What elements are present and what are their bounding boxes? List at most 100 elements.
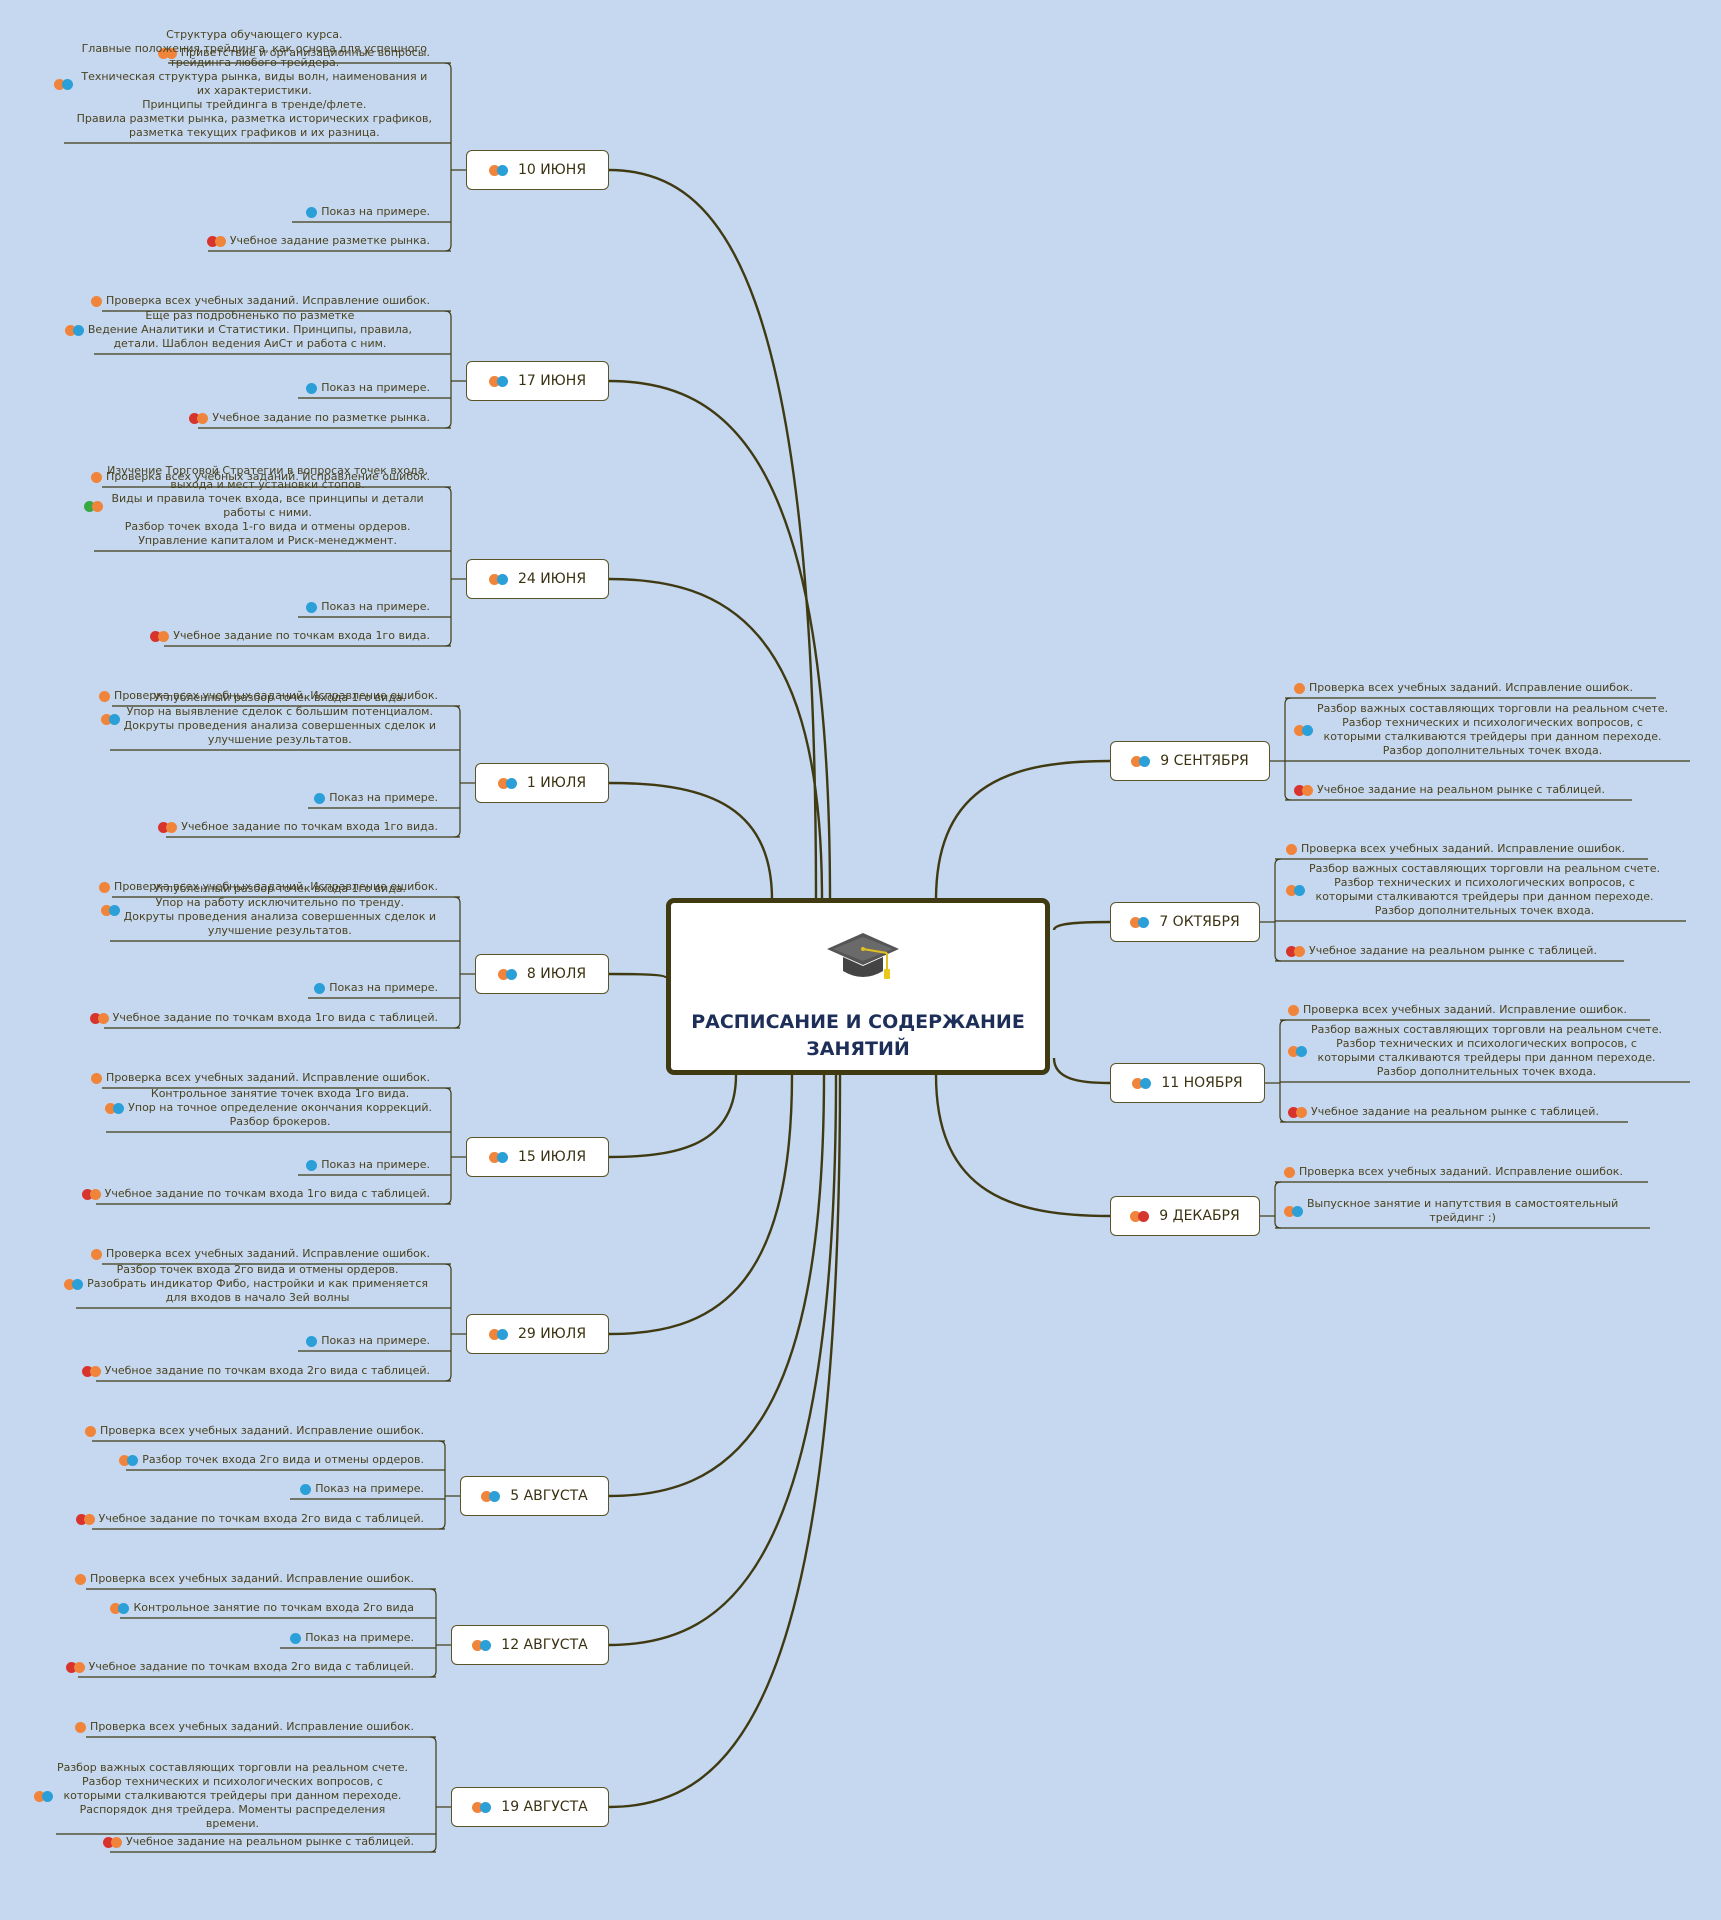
detail-text: Учебное задание по разметке рынка. <box>212 411 430 424</box>
task-flag-icon <box>89 1012 109 1024</box>
topic-detail: Проверка всех учебных заданий. Исправлен… <box>99 880 438 894</box>
topic-lesson-10[interactable]: 19 АВГУСТА <box>451 1787 609 1827</box>
topic-date: 1 ИЮЛЯ <box>526 775 587 791</box>
topic-detail: Учебное задание по точкам входа 1го вида… <box>89 1011 438 1025</box>
detail-text: Показ на примере. <box>315 1482 424 1495</box>
topic-detail: Разбор точек входа 2го вида и отмены орд… <box>119 1453 424 1467</box>
arrow-right-icon <box>1288 1004 1299 1016</box>
topic-lesson-9[interactable]: 12 АВГУСТА <box>451 1625 609 1665</box>
arrow-check-icon <box>472 1801 492 1813</box>
topic-detail: Разбор важных составляющих торговли на р… <box>1286 862 1660 918</box>
topic-lesson-13[interactable]: 11 НОЯБРЯ <box>1110 1063 1265 1103</box>
detail-text: Проверка всех учебных заданий. Исправлен… <box>114 880 438 893</box>
smiley-icon <box>157 47 177 59</box>
detail-text: Разбор точек входа 2го вида и отмены орд… <box>87 1263 428 1304</box>
chart-icon <box>300 1483 312 1495</box>
arrow-check-icon <box>84 500 104 512</box>
topic-lesson-7[interactable]: 29 ИЮЛЯ <box>466 1314 609 1354</box>
topic-detail: Показ на примере. <box>314 981 438 995</box>
detail-text: Проверка всех учебных заданий. Исправлен… <box>1303 1003 1627 1016</box>
topic-detail: Выпускное занятие и напутствия в самосто… <box>1284 1197 1620 1225</box>
detail-text: Проверка всех учебных заданий. Исправлен… <box>106 1071 430 1084</box>
arrow-check-icon <box>488 164 508 176</box>
arrow-check-icon <box>472 1639 492 1651</box>
arrow-right-icon <box>75 1721 87 1733</box>
detail-text: Учебное задание на реальном рынке с табл… <box>1309 944 1597 957</box>
topic-detail: Учебное задание по точкам входа 2го вида… <box>75 1512 424 1526</box>
arrow-check-icon <box>488 1328 508 1340</box>
arrow-check-icon <box>105 1102 125 1114</box>
topic-lesson-5[interactable]: 8 ИЮЛЯ <box>475 954 609 994</box>
detail-text: Учебное задание по точкам входа 1го вида… <box>173 629 430 642</box>
arrow-right-icon <box>1284 1166 1295 1178</box>
topic-lesson-11[interactable]: 9 СЕНТЯБРЯ <box>1110 741 1270 781</box>
detail-text: Проверка всех учебных заданий. Исправлен… <box>1309 681 1633 694</box>
arrow-check-icon <box>53 78 73 90</box>
arrow-check-icon <box>1132 1077 1152 1089</box>
topic-date: 12 АВГУСТА <box>501 1637 588 1653</box>
central-topic[interactable]: РАСПИСАНИЕ И СОДЕРЖАНИЕ ЗАНЯТИЙ <box>666 898 1050 1075</box>
arrow-right-icon <box>91 1072 103 1084</box>
arrow-check-icon <box>100 713 120 725</box>
topic-detail: Проверка всех учебных заданий. Исправлен… <box>91 1247 430 1261</box>
arrow-check-icon <box>1130 916 1150 928</box>
task-flag-icon <box>103 1836 123 1848</box>
topic-date: 15 ИЮЛЯ <box>517 1149 587 1165</box>
arrow-check-icon <box>488 573 508 585</box>
detail-text: Учебное задание по точкам входа 1го вида… <box>181 820 438 833</box>
task-flag-icon <box>75 1513 95 1525</box>
topic-lesson-4[interactable]: 1 ИЮЛЯ <box>475 763 609 803</box>
topic-lesson-6[interactable]: 15 ИЮЛЯ <box>466 1137 609 1177</box>
task-flag-icon <box>1288 1106 1307 1118</box>
detail-text: Структура обучающего курса. Главные поло… <box>76 28 432 139</box>
topic-lesson-2[interactable]: 17 ИЮНЯ <box>466 361 609 401</box>
finish-icon <box>1130 1210 1150 1222</box>
topic-date: 29 ИЮЛЯ <box>517 1326 587 1342</box>
topic-date: 10 ИЮНЯ <box>517 162 587 178</box>
arrow-right-icon <box>91 471 103 483</box>
topic-lesson-8[interactable]: 5 АВГУСТА <box>460 1476 609 1516</box>
arrow-right-icon <box>91 1248 103 1260</box>
detail-text: Учебное задание по точкам входа 1го вида… <box>112 1011 438 1024</box>
chart-icon <box>314 792 326 804</box>
topic-detail: Показ на примере. <box>290 1631 414 1645</box>
topic-detail: Учебное задание по разметке рынка. <box>189 411 430 425</box>
detail-text: Показ на примере. <box>321 600 430 613</box>
topic-lesson-12[interactable]: 7 ОКТЯБРЯ <box>1110 902 1260 942</box>
task-flag-icon <box>158 821 178 833</box>
arrow-check-icon <box>64 324 84 336</box>
detail-text: Учебное задание на реальном рынке с табл… <box>1317 783 1605 796</box>
arrow-right-icon <box>99 881 111 893</box>
arrow-check-icon <box>1284 1205 1303 1217</box>
arrow-check-icon <box>64 1278 84 1290</box>
topic-date: 19 АВГУСТА <box>501 1799 588 1815</box>
detail-text: Проверка всех учебных заданий. Исправлен… <box>114 689 438 702</box>
topic-lesson-3[interactable]: 24 ИЮНЯ <box>466 559 609 599</box>
chart-icon <box>306 382 318 394</box>
arrow-right-icon <box>99 690 111 702</box>
topic-lesson-1[interactable]: 10 ИЮНЯ <box>466 150 609 190</box>
topic-detail: Показ на примере. <box>306 600 430 614</box>
topic-detail: Разбор важных составляющих торговли на р… <box>33 1761 408 1831</box>
detail-text: Показ на примере. <box>305 1631 414 1644</box>
detail-text: Показ на примере. <box>321 1334 430 1347</box>
topic-date: 7 ОКТЯБРЯ <box>1159 914 1240 930</box>
detail-text: Показ на примере. <box>321 381 430 394</box>
chart-icon <box>306 1159 318 1171</box>
topic-detail: Учебное задание по точкам входа 2го вида… <box>81 1364 430 1378</box>
topic-lesson-14[interactable]: 9 ДЕКАБРЯ <box>1110 1196 1260 1236</box>
detail-text: Учебное задание на реальном рынке с табл… <box>126 1835 414 1848</box>
detail-text: Показ на примере. <box>321 1158 430 1171</box>
topic-detail: Проверка всех учебных заданий. Исправлен… <box>1284 1165 1623 1179</box>
arrow-right-icon <box>91 295 103 307</box>
arrow-check-icon <box>1131 755 1151 767</box>
detail-text: Проверка всех учебных заданий. Исправлен… <box>106 470 430 483</box>
detail-text: Разбор важных составляющих торговли на р… <box>1311 1023 1663 1078</box>
detail-text: Учебное задание разметке рынка. <box>229 234 430 247</box>
topic-detail: Показ на примере. <box>314 791 438 805</box>
detail-text: Учебное задание по точкам входа 2го вида… <box>104 1364 430 1377</box>
arrow-check-icon <box>488 1151 508 1163</box>
detail-text: Выпускное занятие и напутствия в самосто… <box>1307 1197 1619 1224</box>
topic-detail: Учебное задание на реальном рынке с табл… <box>103 1835 414 1849</box>
arrow-right-icon <box>75 1573 87 1585</box>
